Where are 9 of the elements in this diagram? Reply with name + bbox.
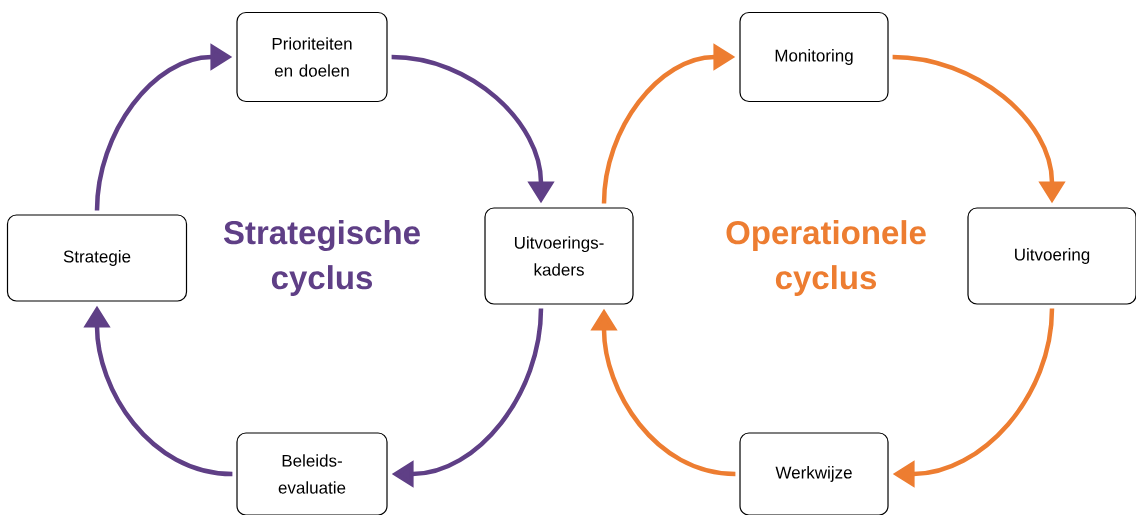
process-box: Beleids- evaluatie xyxy=(236,432,388,515)
process-box: Uitvoerings- kaders xyxy=(484,207,634,305)
process-box: Prioriteiten en doelen xyxy=(236,11,388,103)
cycle-title: Operationele cyclus xyxy=(726,220,926,296)
process-box: Werkwijze xyxy=(739,432,889,515)
process-box: Monitoring xyxy=(739,11,889,103)
process-box: Uitvoering xyxy=(967,207,1136,305)
cycle-title: Strategische cyclus xyxy=(223,220,420,296)
process-box: Strategie xyxy=(6,214,188,302)
